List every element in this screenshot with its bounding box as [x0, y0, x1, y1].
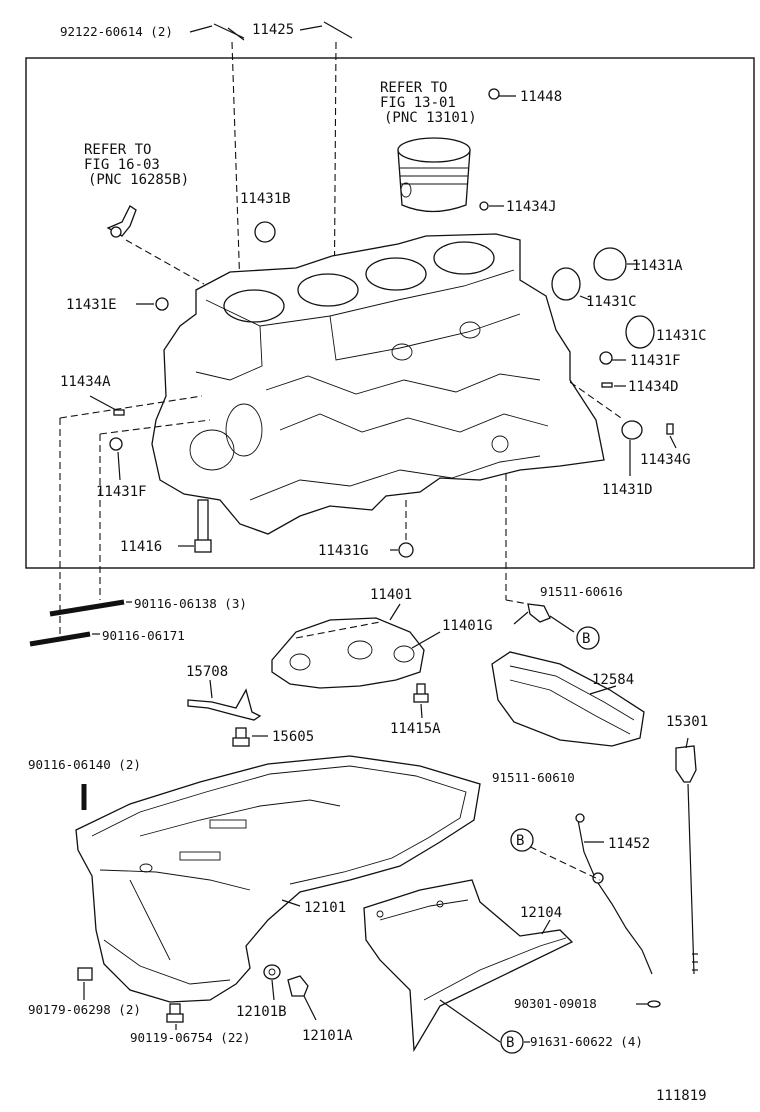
plug-11431C-1[interactable]: [551, 267, 581, 301]
cylinder-block[interactable]: [151, 233, 605, 535]
label-91511-60616: 91511-60616: [540, 584, 623, 599]
ref-marker-b-2-label: B: [516, 833, 524, 849]
plug-11448[interactable]: [488, 88, 500, 100]
label-12101B: 12101B: [236, 1004, 287, 1020]
stud-90116-06171[interactable]: [29, 631, 91, 647]
ref-marker-b-2: [510, 828, 534, 852]
stud-90116-06138[interactable]: [49, 599, 125, 617]
label-15605: 15605: [272, 729, 314, 745]
label-11431F-left: 11431F: [96, 484, 147, 500]
label-11431D: 11431D: [602, 482, 653, 498]
label-90301: 90301-09018: [514, 996, 597, 1011]
refer-note-1-line1: REFER TO: [380, 80, 447, 96]
oil-nozzle[interactable]: [106, 205, 137, 238]
plug-11431F-left[interactable]: [109, 437, 123, 451]
bolt-11425[interactable]: [323, 21, 353, 39]
bolt-11415A[interactable]: [413, 683, 429, 703]
ref-marker-b-1: [576, 626, 600, 650]
strainer-15708[interactable]: [187, 688, 262, 721]
label-11431G: 11431G: [318, 543, 369, 559]
ref-marker-b-3: [500, 1030, 524, 1054]
block-group-frame: [25, 57, 755, 569]
bolt-92122[interactable]: [213, 23, 245, 41]
refer-note-2-line2: FIG 16-03: [84, 157, 160, 173]
label-11415A: 11415A: [390, 721, 441, 737]
label-11431C-1: 11431C: [586, 294, 637, 310]
label-11434A: 11434A: [60, 374, 111, 390]
pin-11434G[interactable]: [666, 423, 674, 435]
plug-11431A[interactable]: [593, 247, 627, 281]
bolt-91511-60616[interactable]: [527, 603, 551, 623]
bolt-90179[interactable]: [77, 967, 93, 981]
pin-11434A[interactable]: [113, 409, 125, 416]
diagram-id: 111819: [656, 1088, 707, 1104]
oil-pump-11401G[interactable]: [271, 617, 425, 689]
seal-11431D[interactable]: [621, 420, 643, 440]
label-11448: 11448: [520, 89, 562, 105]
label-12101: 12101: [304, 900, 346, 916]
label-12101A: 12101A: [302, 1028, 353, 1044]
label-15708: 15708: [186, 664, 228, 680]
label-11434G: 11434G: [640, 452, 691, 468]
plug-11431C-2[interactable]: [625, 315, 655, 349]
label-12104: 12104: [520, 905, 562, 921]
label-91631: 91631-60622 (4): [530, 1034, 643, 1049]
label-11434J: 11434J: [506, 199, 557, 215]
bolt-90119[interactable]: [166, 1003, 184, 1023]
label-11452: 11452: [608, 836, 650, 852]
plug-11431G[interactable]: [398, 542, 414, 558]
label-90116-06171: 90116-06171: [102, 628, 185, 643]
label-11431B: 11431B: [240, 191, 291, 207]
plug-11431B[interactable]: [254, 221, 276, 243]
label-90119: 90119-06754 (22): [130, 1030, 250, 1045]
gasket-12101B[interactable]: [263, 964, 281, 980]
pin-11434D[interactable]: [601, 382, 613, 388]
oil-pan-12101[interactable]: [75, 755, 481, 1003]
drain-plug-12101A[interactable]: [287, 975, 309, 997]
label-11431F-right: 11431F: [630, 353, 681, 369]
refer-note-1-line2: FIG 13-01: [380, 95, 456, 111]
plug-11431F-right[interactable]: [599, 351, 613, 365]
pin-11434J[interactable]: [479, 201, 489, 211]
piston[interactable]: [397, 137, 471, 213]
stud-11416[interactable]: [194, 499, 212, 553]
label-11401: 11401: [370, 587, 412, 603]
bolt-15605[interactable]: [232, 727, 250, 747]
label-91511-60610: 91511-60610: [492, 770, 575, 785]
refer-note-2-line1: REFER TO: [84, 142, 151, 158]
refer-note-1-line3: (PNC 13101): [384, 110, 477, 126]
dipstick-guide-11452[interactable]: [575, 813, 661, 1008]
label-11431E: 11431E: [66, 297, 117, 313]
plug-11431E[interactable]: [155, 297, 169, 311]
ref-marker-b-3-label: B: [506, 1035, 514, 1051]
oil-pan-12104[interactable]: [363, 879, 574, 1053]
label-90116-06140: 90116-06140 (2): [28, 757, 141, 772]
label-90179: 90179-06298 (2): [28, 1002, 141, 1017]
label-11431C-2: 11431C: [656, 328, 707, 344]
label-12584: 12584: [592, 672, 634, 688]
refer-note-2-line3: (PNC 16285B): [88, 172, 189, 188]
dipstick-15301[interactable]: [675, 745, 698, 975]
label-11431A: 11431A: [632, 258, 683, 274]
ref-marker-b-1-label: B: [582, 631, 590, 647]
label-92122: 92122-60614 (2): [60, 24, 173, 39]
label-11434D: 11434D: [628, 379, 679, 395]
baffle-12584[interactable]: [491, 651, 645, 747]
label-15301: 15301: [666, 714, 708, 730]
label-11425: 11425: [252, 22, 294, 38]
label-11401G: 11401G: [442, 618, 493, 634]
label-90116-06138: 90116-06138 (3): [134, 596, 247, 611]
label-11416: 11416: [120, 539, 162, 555]
